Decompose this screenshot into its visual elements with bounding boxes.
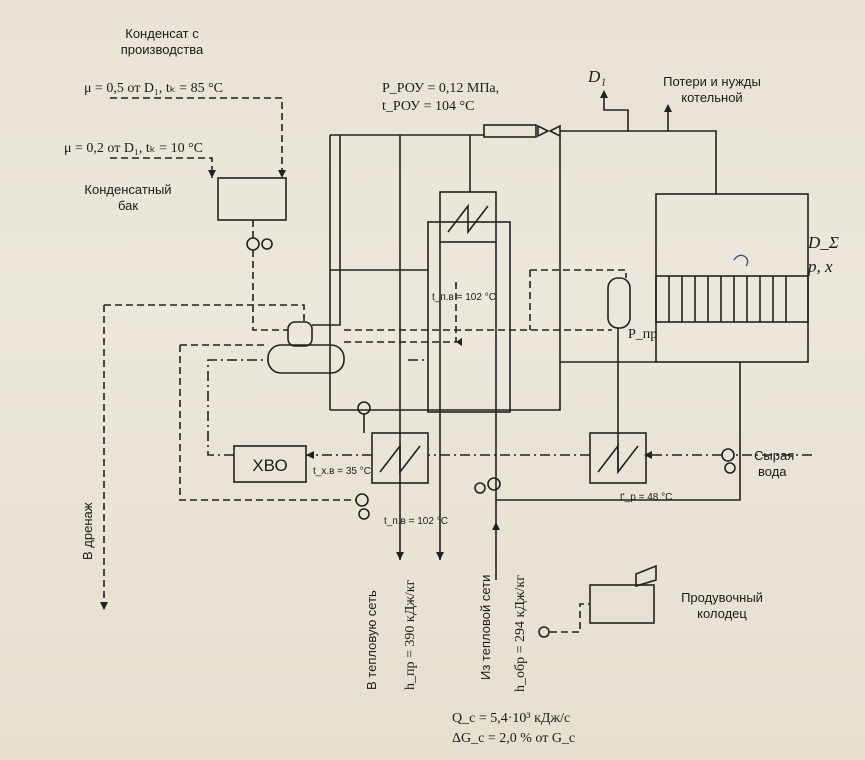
label-raw-water-l1: Сырая bbox=[754, 448, 794, 463]
boiler-tubes bbox=[668, 276, 787, 322]
label-condensate-tank-l2: бак bbox=[118, 198, 138, 213]
prou-valve-right bbox=[548, 124, 561, 138]
label-condensate-l1: Конденсат с bbox=[125, 26, 199, 41]
label-q-load: Q_с = 5,4·10³ кДж/с bbox=[452, 711, 570, 726]
flow-arrows bbox=[100, 90, 672, 610]
deaerator-column bbox=[287, 321, 313, 347]
label-h-return: h_обр = 294 кДж/кг bbox=[513, 575, 528, 692]
deaerator-tank bbox=[267, 344, 345, 374]
heater-coil bbox=[447, 203, 489, 235]
feed-pump bbox=[357, 401, 371, 415]
raw-water-pump-motor bbox=[724, 462, 736, 474]
steam-lines bbox=[312, 96, 741, 580]
label-d-sigma: D_Σ bbox=[807, 233, 839, 252]
blowdown-well-flap bbox=[635, 564, 657, 588]
label-t-102-bottom: t_п.в = 102 °C bbox=[384, 516, 448, 527]
label-losses-l1: Потери и нужды bbox=[663, 74, 761, 89]
steam-water-heater bbox=[439, 191, 497, 243]
label-mu-1: μ = 0,5 от D₁, tₖ = 85 °C bbox=[84, 81, 223, 96]
label-to-heat-network: В тепловую сеть bbox=[364, 590, 379, 690]
network-pump-a bbox=[355, 493, 369, 507]
label-t-35: t_х.в = 35 °C bbox=[313, 466, 371, 477]
label-from-heat-network: Из тепловой сети bbox=[478, 575, 493, 680]
condensate-pump bbox=[246, 237, 260, 251]
label-p-pr: P_пр bbox=[628, 327, 657, 342]
blowdown-pump bbox=[538, 626, 550, 638]
condensate-lines bbox=[103, 97, 627, 633]
condensate-pump-motor bbox=[261, 238, 273, 250]
label-losses-l2: котельной bbox=[681, 90, 742, 105]
label-d1: D₁ bbox=[587, 67, 606, 86]
heater-casing bbox=[427, 221, 511, 413]
label-to-drain: В дренаж bbox=[80, 502, 95, 560]
label-condensate-l2: производства bbox=[121, 42, 204, 57]
prou-unit bbox=[483, 124, 537, 138]
label-delta-g: ΔG_с = 2,0 % от G_с bbox=[452, 731, 575, 746]
pen-mark bbox=[733, 254, 749, 267]
label-prou-pressure: P_РОУ = 0,12 МПа, bbox=[382, 81, 499, 96]
label-t-102-top: t_п.в = 102 °C bbox=[432, 292, 496, 303]
network-pump-b bbox=[487, 477, 501, 491]
network-pump-a-motor bbox=[358, 508, 370, 520]
blowdown-well bbox=[589, 584, 655, 624]
label-p-x: p, x bbox=[807, 257, 833, 276]
raw-water-pump bbox=[721, 448, 735, 462]
label-prou-temp: t_РОУ = 104 °C bbox=[382, 99, 474, 114]
label-mu-2: μ = 0,2 от D₁, tₖ = 10 °C bbox=[64, 141, 203, 156]
label-blowdown-l1: Продувочный bbox=[681, 590, 763, 605]
boiler-tube-bank bbox=[655, 275, 809, 323]
water-lines bbox=[207, 359, 812, 456]
network-pump-b-motor bbox=[474, 482, 486, 494]
label-t-48: t'_р = 48 °C bbox=[620, 492, 672, 503]
label-raw-water-l2: вода bbox=[758, 464, 787, 479]
condensate-tank bbox=[217, 177, 287, 221]
label-h-supply: h_пр = 390 кДж/кг bbox=[403, 579, 418, 690]
blowdown-separator bbox=[607, 277, 631, 329]
prou-valve-left bbox=[537, 124, 550, 138]
label-blowdown-l2: колодец bbox=[697, 606, 747, 621]
label-condensate-tank-l1: Конденсатный bbox=[84, 182, 171, 197]
label-hvo: ХВО bbox=[252, 456, 287, 475]
chemical-water-treatment-box bbox=[233, 445, 307, 483]
